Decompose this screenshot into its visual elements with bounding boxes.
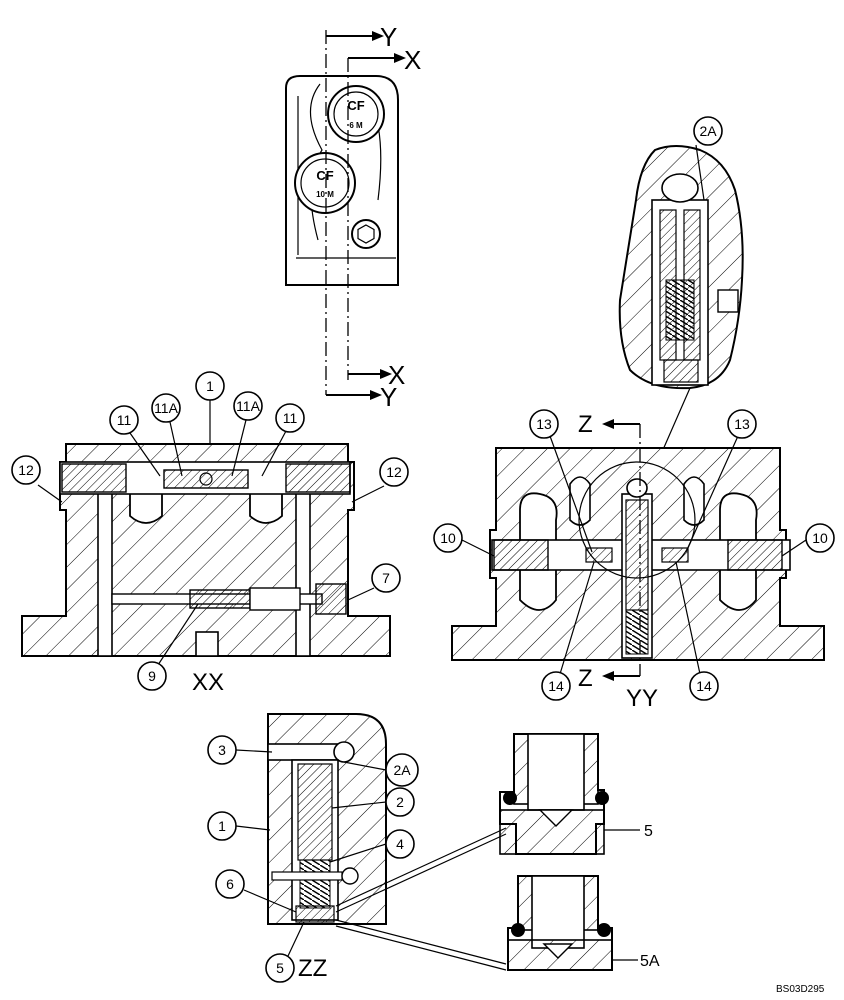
section-mark-z-bottom: Z [578, 665, 593, 692]
svg-text:5: 5 [276, 960, 284, 976]
callout-4: 4 [385, 829, 415, 859]
svg-text:2A: 2A [699, 123, 717, 139]
svg-text:10: 10 [812, 530, 828, 546]
section-zz-view: 3 2A 2 1 4 6 5 ZZ [207, 713, 419, 983]
callout-11a-right: 11A [233, 391, 263, 421]
section-mark-y-bottom: Y [380, 382, 397, 412]
plug-6m: CF 6 M [327, 85, 385, 143]
plug-size-text: 10 M [316, 190, 334, 199]
section-mark-x-bottom: X [388, 360, 405, 390]
callout-14-right: 14 [689, 671, 719, 701]
svg-text:11: 11 [283, 410, 298, 426]
callout-5: 5 [265, 953, 295, 983]
callout-11-right: 11 [275, 403, 305, 433]
svg-text:11A: 11A [154, 400, 179, 416]
callout-1-zz: 1 [207, 811, 237, 841]
callout-10-left: 10 [433, 523, 463, 553]
svg-text:11: 11 [117, 412, 132, 428]
svg-text:13: 13 [536, 416, 552, 432]
plug-size-text: 6 M [349, 121, 363, 130]
section-mark-y-top: Y [380, 22, 397, 52]
callout-10-right: 10 [805, 523, 835, 553]
svg-text:1: 1 [206, 378, 214, 394]
callout-13-left: 13 [529, 409, 559, 439]
svg-text:3: 3 [218, 742, 226, 758]
callout-11-left: 11 [109, 405, 139, 435]
plug-logo-text: CF [316, 168, 333, 183]
callout-2a-zz: 2A [385, 753, 419, 787]
hex-socket-plug [351, 219, 381, 249]
section-label-zz: ZZ [298, 955, 327, 982]
svg-text:14: 14 [696, 678, 712, 694]
detail-2a-view: 2A [618, 116, 744, 485]
callout-2a-detail: 2A [693, 116, 723, 146]
svg-text:7: 7 [382, 570, 390, 586]
section-mark-z-top: Z [578, 411, 593, 438]
section-yy-view: Z Z 13 13 10 10 14 14 YY [433, 409, 835, 712]
reference-code: BS03D295 [776, 984, 825, 995]
svg-text:2: 2 [396, 794, 404, 810]
section-mark-x-top: X [404, 45, 421, 75]
callout-7: 7 [371, 563, 401, 593]
svg-text:12: 12 [18, 462, 34, 478]
part-label-5: 5 [644, 823, 653, 840]
callout-14-left: 14 [541, 671, 571, 701]
svg-text:14: 14 [548, 678, 564, 694]
seat-details: 5 5A [335, 733, 660, 971]
svg-text:11A: 11A [236, 398, 261, 414]
svg-text:12: 12 [386, 464, 402, 480]
svg-text:10: 10 [440, 530, 456, 546]
section-label-yy: YY [626, 685, 658, 712]
callout-3: 3 [207, 735, 237, 765]
part-label-5a: 5A [640, 953, 660, 970]
svg-text:9: 9 [148, 668, 156, 684]
svg-text:4: 4 [396, 836, 404, 852]
svg-text:13: 13 [734, 416, 750, 432]
callout-2: 2 [385, 787, 415, 817]
plug-logo-text: CF [347, 98, 364, 113]
callout-12-right: 12 [379, 457, 409, 487]
section-label-xx: XX [192, 669, 224, 696]
callout-11a-left: 11A [151, 393, 181, 423]
callout-1-xx: 1 [195, 371, 225, 401]
callout-13-right: 13 [727, 409, 757, 439]
callout-6: 6 [215, 869, 245, 899]
svg-text:2A: 2A [393, 762, 411, 778]
plug-10m: CF 10 M [294, 152, 356, 214]
top-view: CF 6 M CF 10 M Y X X Y [285, 22, 421, 412]
svg-text:6: 6 [226, 876, 234, 892]
section-xx-view: 12 11 11A 1 11A 11 12 7 9 XX [11, 371, 409, 696]
svg-text:1: 1 [218, 818, 226, 834]
callout-12-left: 12 [11, 455, 41, 485]
callout-9: 9 [137, 661, 167, 691]
